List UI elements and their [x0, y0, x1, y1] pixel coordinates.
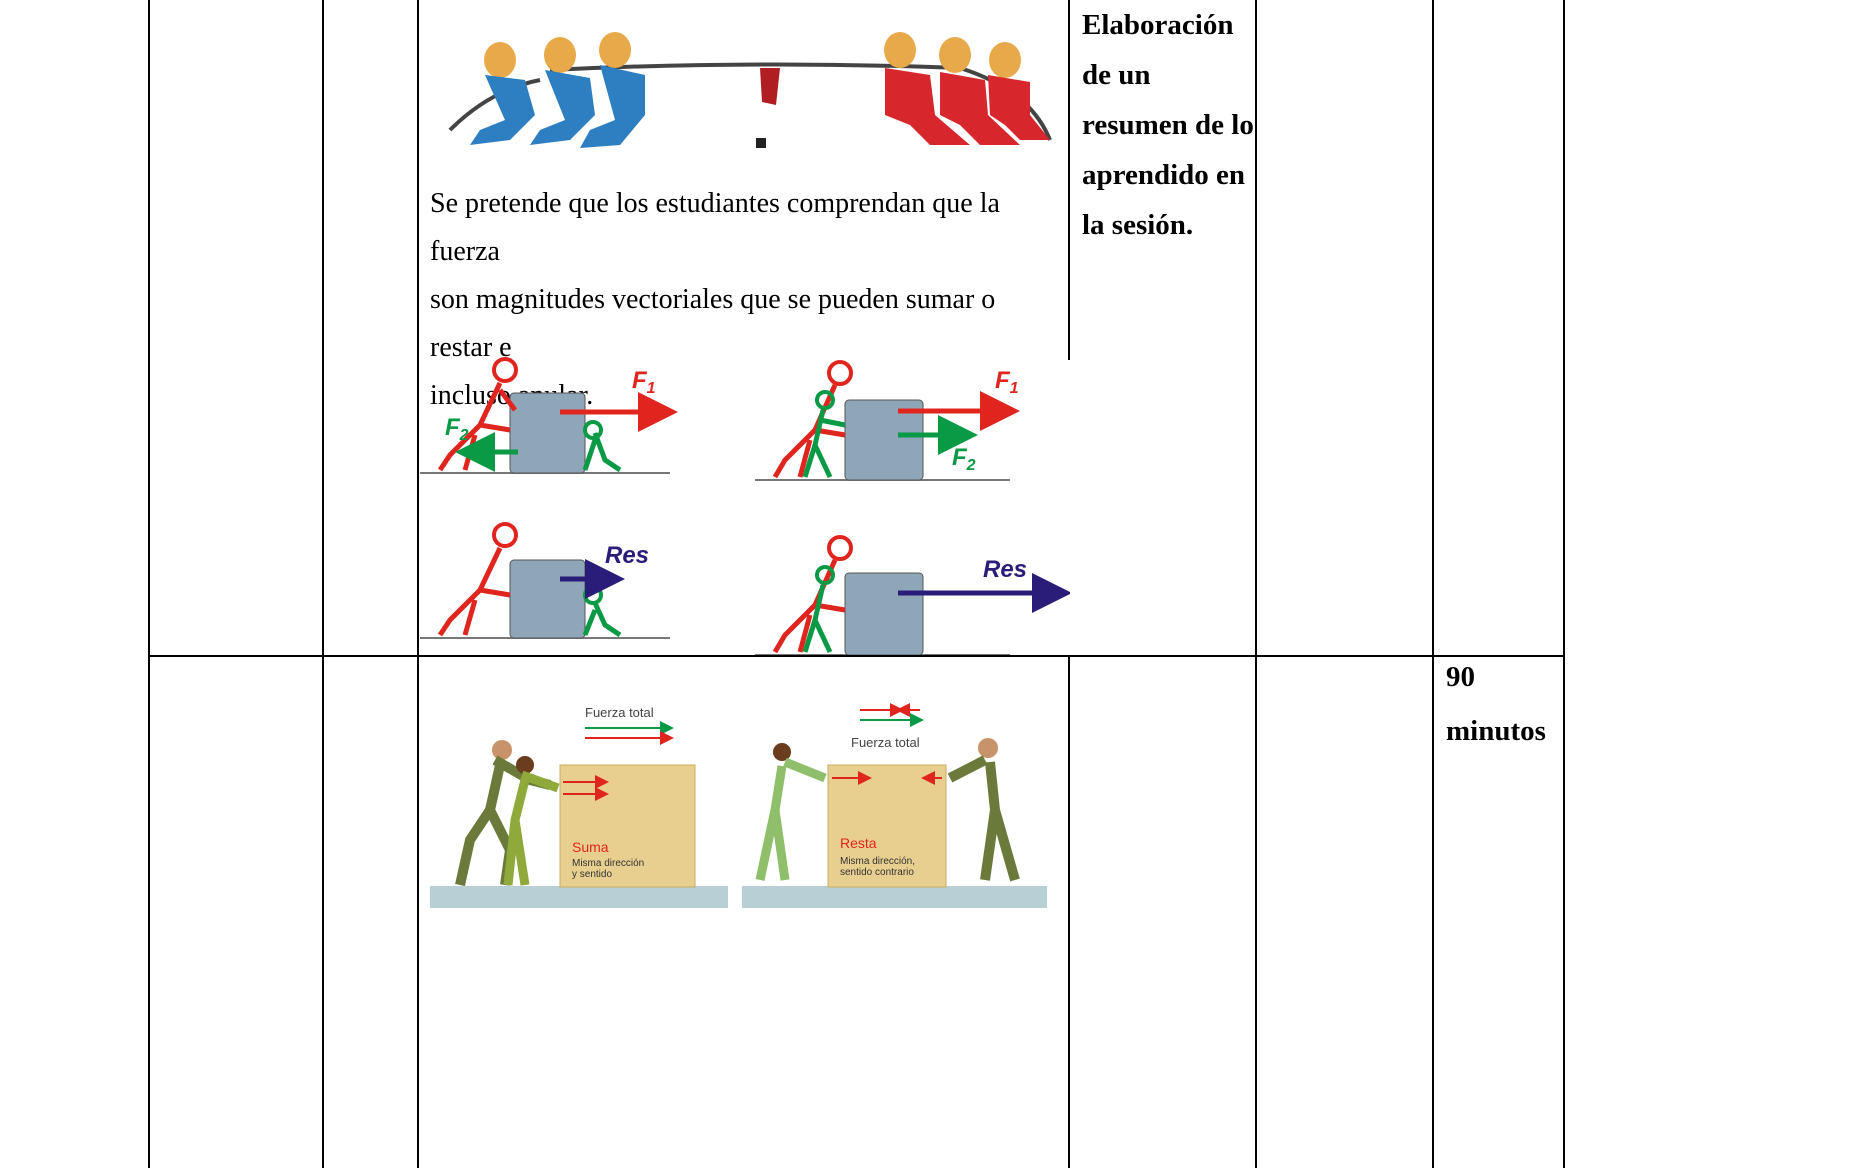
col-border [417, 0, 419, 1168]
duration-cell: 90 minutos [1446, 650, 1561, 758]
summary-heading: Elaboración de un resumen de lo aprendid… [1082, 0, 1254, 250]
sum-rest-crates-figure: Fuerza total Suma Misma dirección y sent… [430, 690, 1050, 910]
rest-panel: Fuerza total Resta Misma dirección, sent… [742, 703, 1047, 908]
col-border [1563, 0, 1565, 1168]
rest-desc-1: Misma dirección, [840, 856, 915, 867]
resultant-label: Res [983, 556, 1027, 583]
force-label-f1: F [995, 367, 1011, 394]
sum-panel: Fuerza total Suma Misma dirección y sent… [430, 705, 728, 908]
panel-same-direction-forces: F1 F2 [755, 360, 1020, 481]
col-border [1255, 0, 1257, 1168]
force-label-f2: F [445, 414, 461, 441]
total-force-label: Fuerza total [851, 735, 920, 750]
sum-desc-2: y sentido [572, 869, 612, 880]
summary-line: aprendido en [1082, 159, 1246, 191]
sum-title: Suma [572, 839, 609, 855]
summary-line: Elaboración [1082, 9, 1234, 41]
total-force-label: Fuerza total [585, 705, 654, 720]
panel-opposing-forces: F1 F2 [420, 357, 678, 474]
row-border [148, 655, 1565, 657]
panel-resultant-difference: Res [420, 522, 670, 639]
paragraph-line: Se pretende que los estudiantes comprend… [430, 188, 1000, 267]
svg-text:F1: F1 [995, 367, 1019, 397]
col-border [1068, 0, 1070, 360]
force-label-f2: F [952, 444, 968, 471]
resultant-label: Res [605, 542, 649, 569]
col-border [322, 0, 324, 1168]
sum-desc-1: Misma dirección [572, 858, 644, 869]
col-border [1432, 0, 1434, 1168]
summary-line: resumen de lo [1082, 109, 1254, 141]
summary-line: de un [1082, 59, 1151, 91]
tug-of-war-image [430, 20, 1060, 170]
col-border [1068, 655, 1070, 1168]
col-border [148, 0, 150, 1168]
svg-text:F2: F2 [952, 444, 976, 474]
summary-line: la sesión. [1082, 209, 1194, 241]
force-label-f1: F [632, 367, 648, 394]
duration-unit: minutos [1446, 715, 1546, 747]
svg-text:F1: F1 [632, 367, 656, 397]
paragraph-line: son magnitudes vectoriales que se pueden… [430, 284, 996, 363]
panel-resultant-sum: Res [755, 535, 1070, 655]
duration-value: 90 [1446, 661, 1475, 693]
forces-diagram: F1 F2 F1 F2 Res [420, 355, 1070, 655]
rest-title: Resta [840, 835, 877, 851]
rest-desc-2: sentido contrario [840, 867, 914, 878]
svg-text:F2: F2 [445, 414, 469, 444]
